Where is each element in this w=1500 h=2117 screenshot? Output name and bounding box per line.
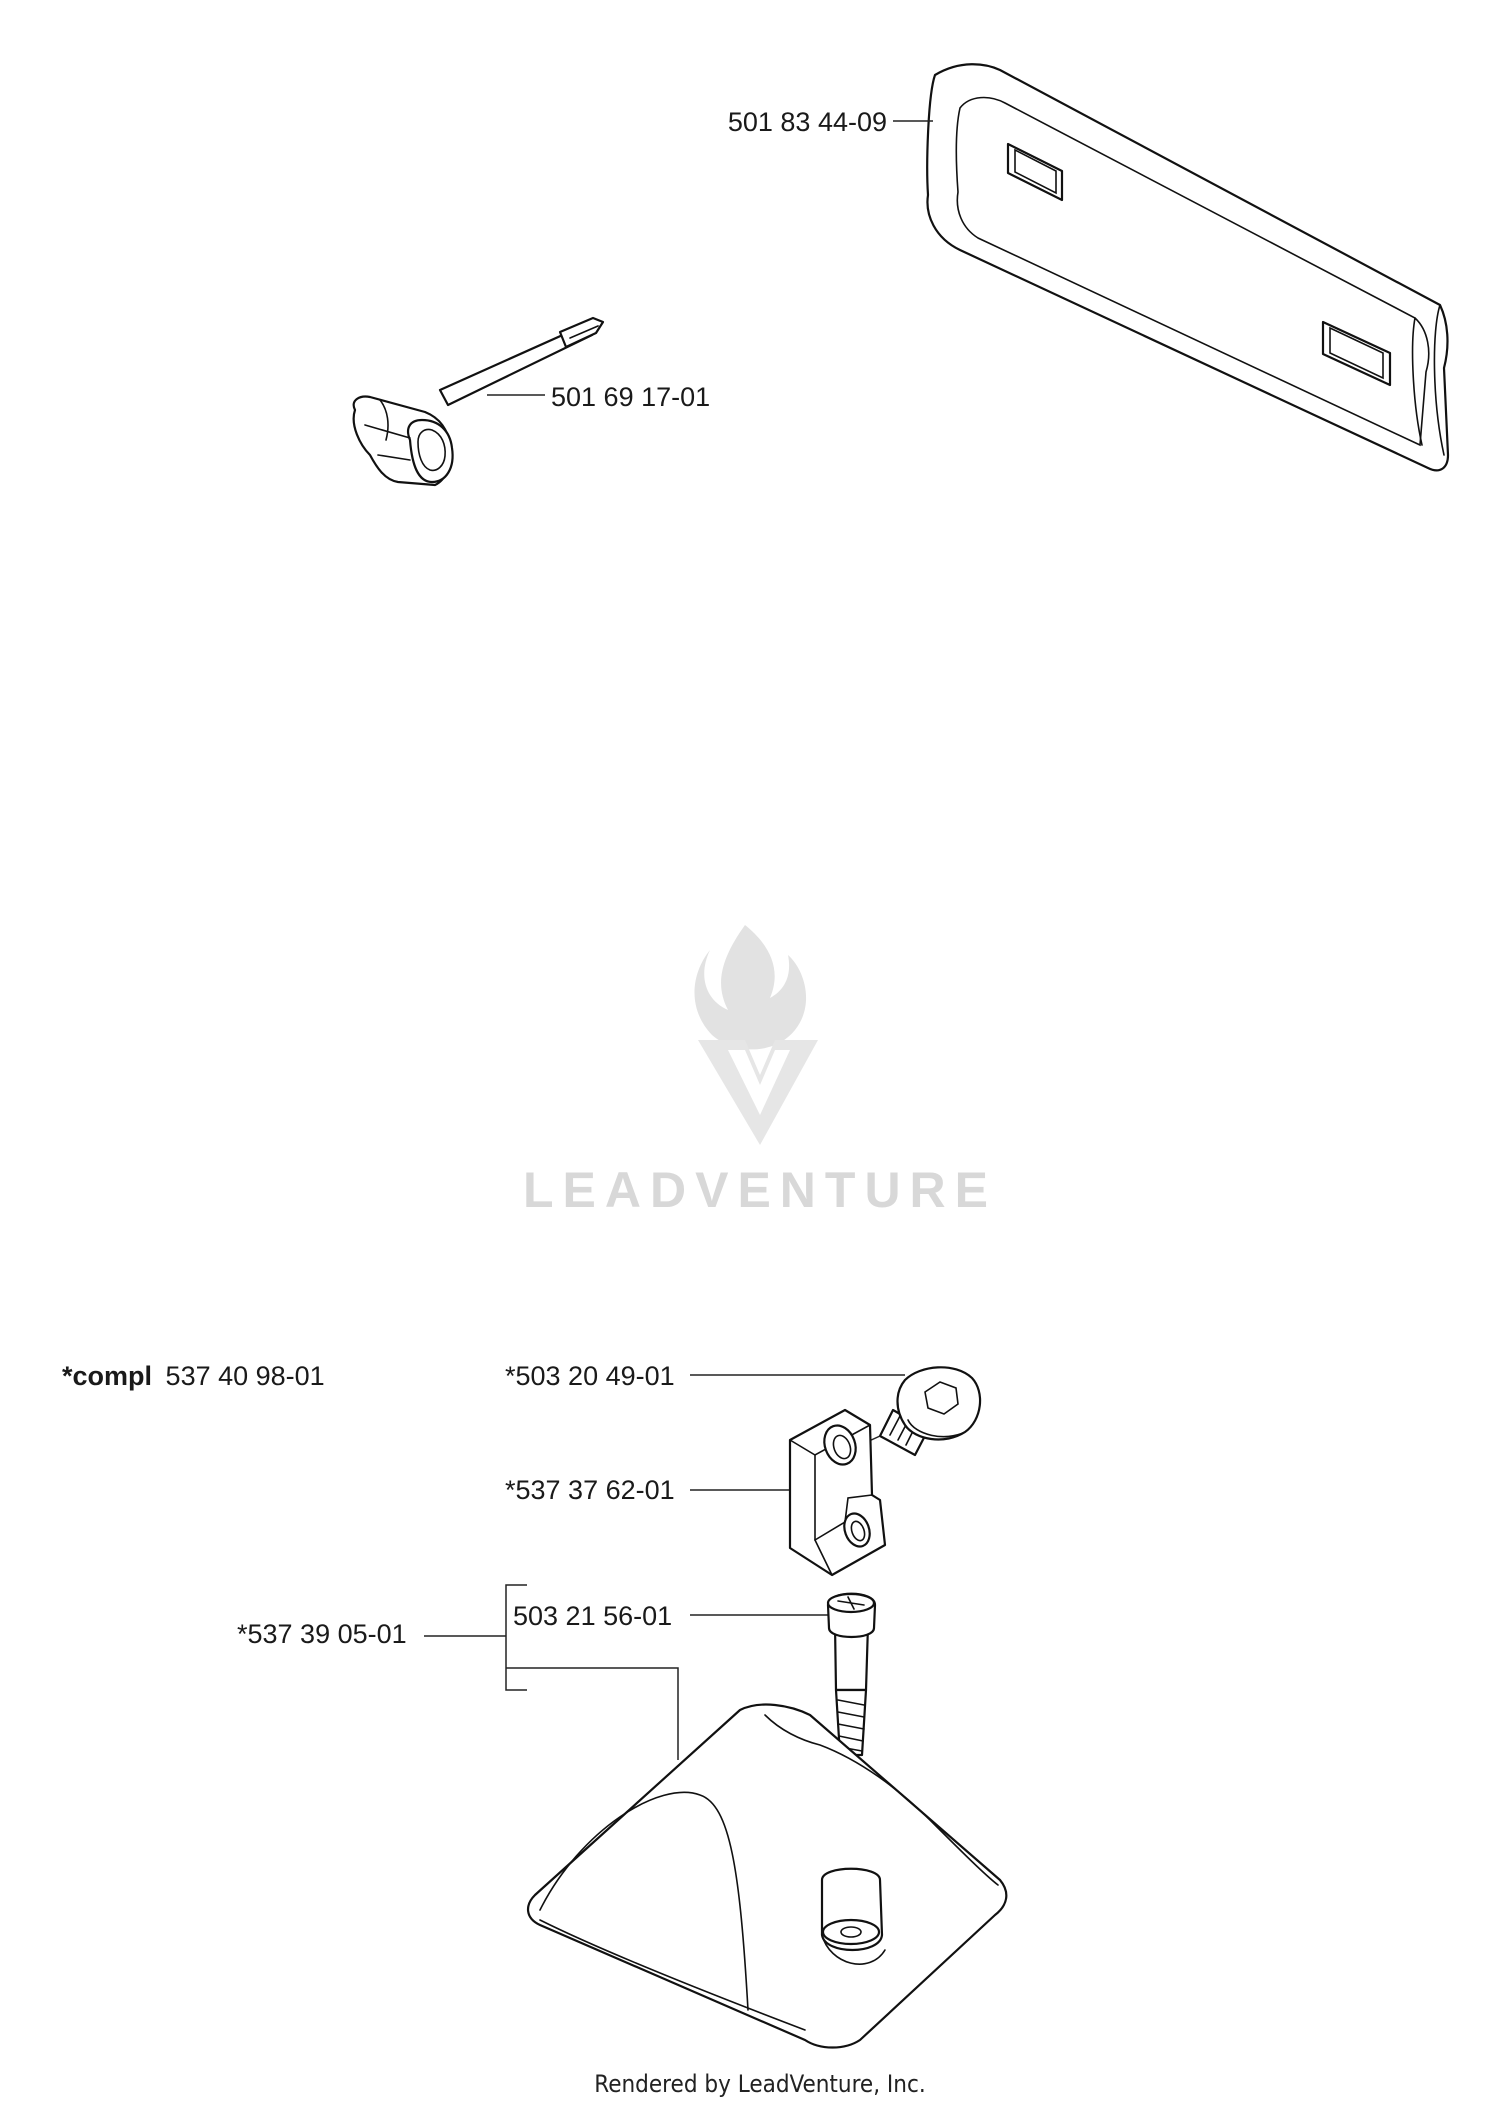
label-bumper-assembly: *537 39 05-01 (237, 1619, 407, 1649)
footer-credit: Rendered by LeadVenture, Inc. (594, 2070, 925, 2098)
socket-screw-part (878, 1366, 982, 1457)
label-bracket: *537 37 62-01 (505, 1475, 675, 1505)
label-bolt: 503 21 56-01 (513, 1601, 672, 1631)
bumper-part (527, 1703, 1008, 2049)
label-compl-prefix: *compl (62, 1361, 152, 1391)
bolt-part (826, 1592, 877, 1757)
leader-bumper (506, 1667, 679, 1760)
label-compl-number: 537 40 98-01 (166, 1361, 325, 1391)
combi-wrench-part (352, 316, 605, 487)
label-compl: *compl 537 40 98-01 (62, 1361, 325, 1391)
label-combi-wrench: 501 69 17-01 (551, 382, 710, 412)
bar-cover-part (926, 63, 1450, 472)
leadventure-watermark: LEADVENTURE (523, 925, 997, 1218)
bracket-block-part (788, 1408, 887, 1577)
flame-logo-icon (694, 925, 818, 1145)
watermark-brand: LEADVENTURE (523, 1162, 997, 1218)
label-screw-top: *503 20 49-01 (505, 1361, 675, 1391)
bracket-brace (505, 1584, 527, 1691)
label-bar-cover: 501 83 44-09 (728, 107, 887, 137)
